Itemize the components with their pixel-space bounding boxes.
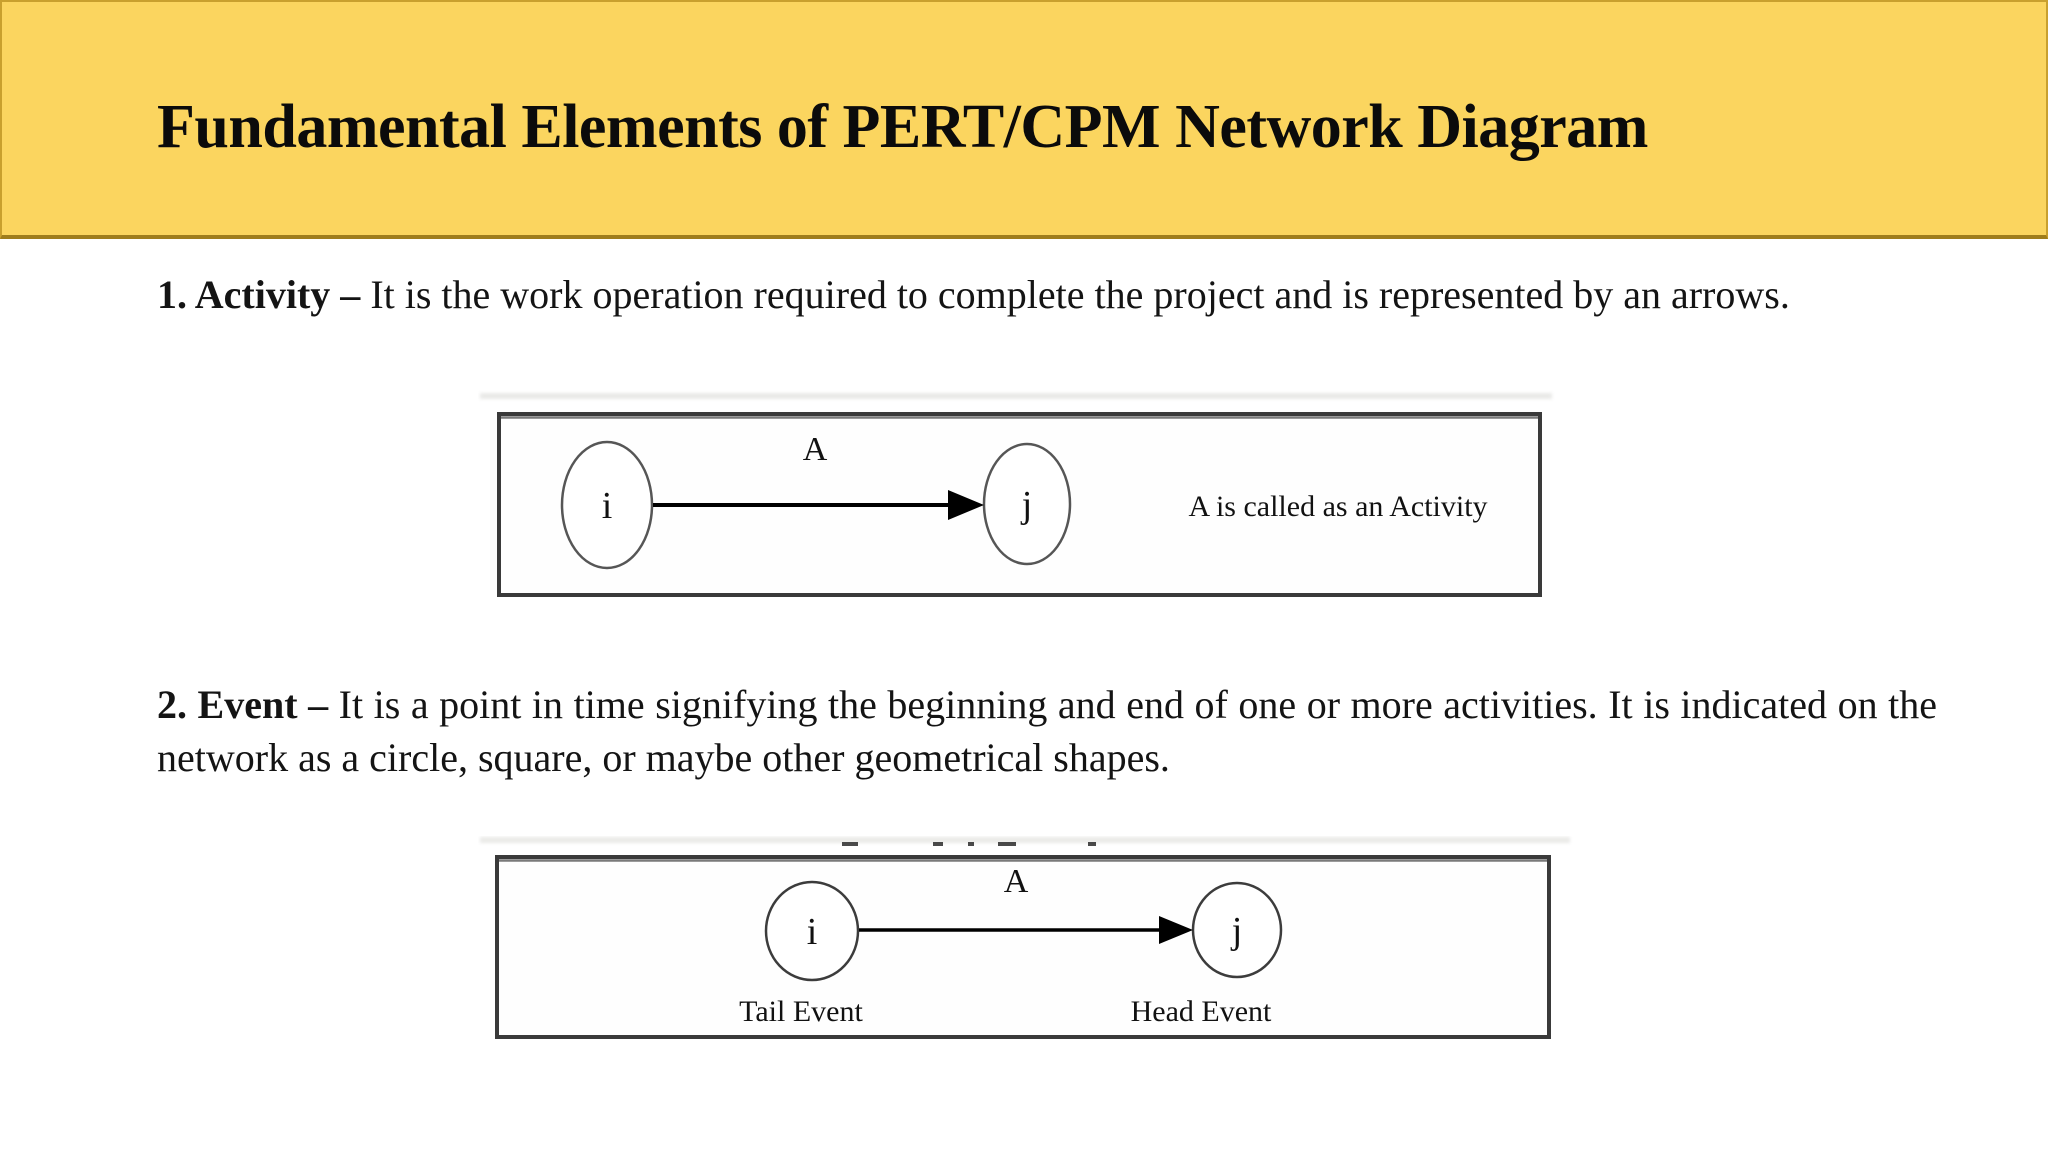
event-definition-paragraph: 2. Event – It is a point in time signify…: [157, 678, 1937, 784]
event-diagram-figure: i j A Tail Event Head Event: [478, 836, 1600, 1051]
title-banner: Fundamental Elements of PERT/CPM Network…: [0, 0, 2048, 239]
event-definition-text: It is a point in time signifying the beg…: [157, 682, 1937, 781]
activity-definition-paragraph: 1. Activity – It is the work operation r…: [157, 268, 1937, 321]
activity-definition-text: It is the work operation required to com…: [370, 272, 1790, 317]
head-event-caption: Head Event: [1131, 995, 1272, 1028]
scan-artifact-strip: [480, 837, 1570, 843]
event-arrow-head: [1159, 916, 1193, 944]
activity-diagram-figure: i j A A is called as an Activity: [478, 390, 1578, 605]
tail-event-caption: Tail Event: [739, 995, 863, 1028]
tail-node-label: i: [807, 911, 818, 953]
event-term-label: 2. Event –: [157, 682, 329, 727]
event-diagram-canvas: i j A Tail Event Head Event: [480, 837, 1570, 1039]
event-arrow-label: A: [1004, 863, 1029, 900]
slide-title: Fundamental Elements of PERT/CPM Network…: [157, 93, 1648, 161]
tail-node-label: i: [602, 485, 613, 527]
head-node-label: j: [1230, 910, 1243, 952]
head-node-label: j: [1020, 484, 1033, 526]
activity-caption: A is called as an Activity: [1188, 490, 1487, 523]
scan-artifact-strip: [480, 393, 1552, 399]
head-node-ellipse: [982, 442, 1072, 566]
scan-artifact-dashes: [842, 842, 1096, 846]
tail-node-ellipse: [764, 880, 860, 982]
activity-arrow-label: A: [803, 431, 828, 468]
tail-node-ellipse: [560, 440, 654, 570]
event-diagram-border-box: [495, 855, 1551, 1039]
activity-arrow-head: [948, 490, 984, 520]
activity-diagram-canvas: i j A A is called as an Activity: [480, 393, 1552, 597]
activity-term-label: 1. Activity –: [157, 272, 361, 317]
